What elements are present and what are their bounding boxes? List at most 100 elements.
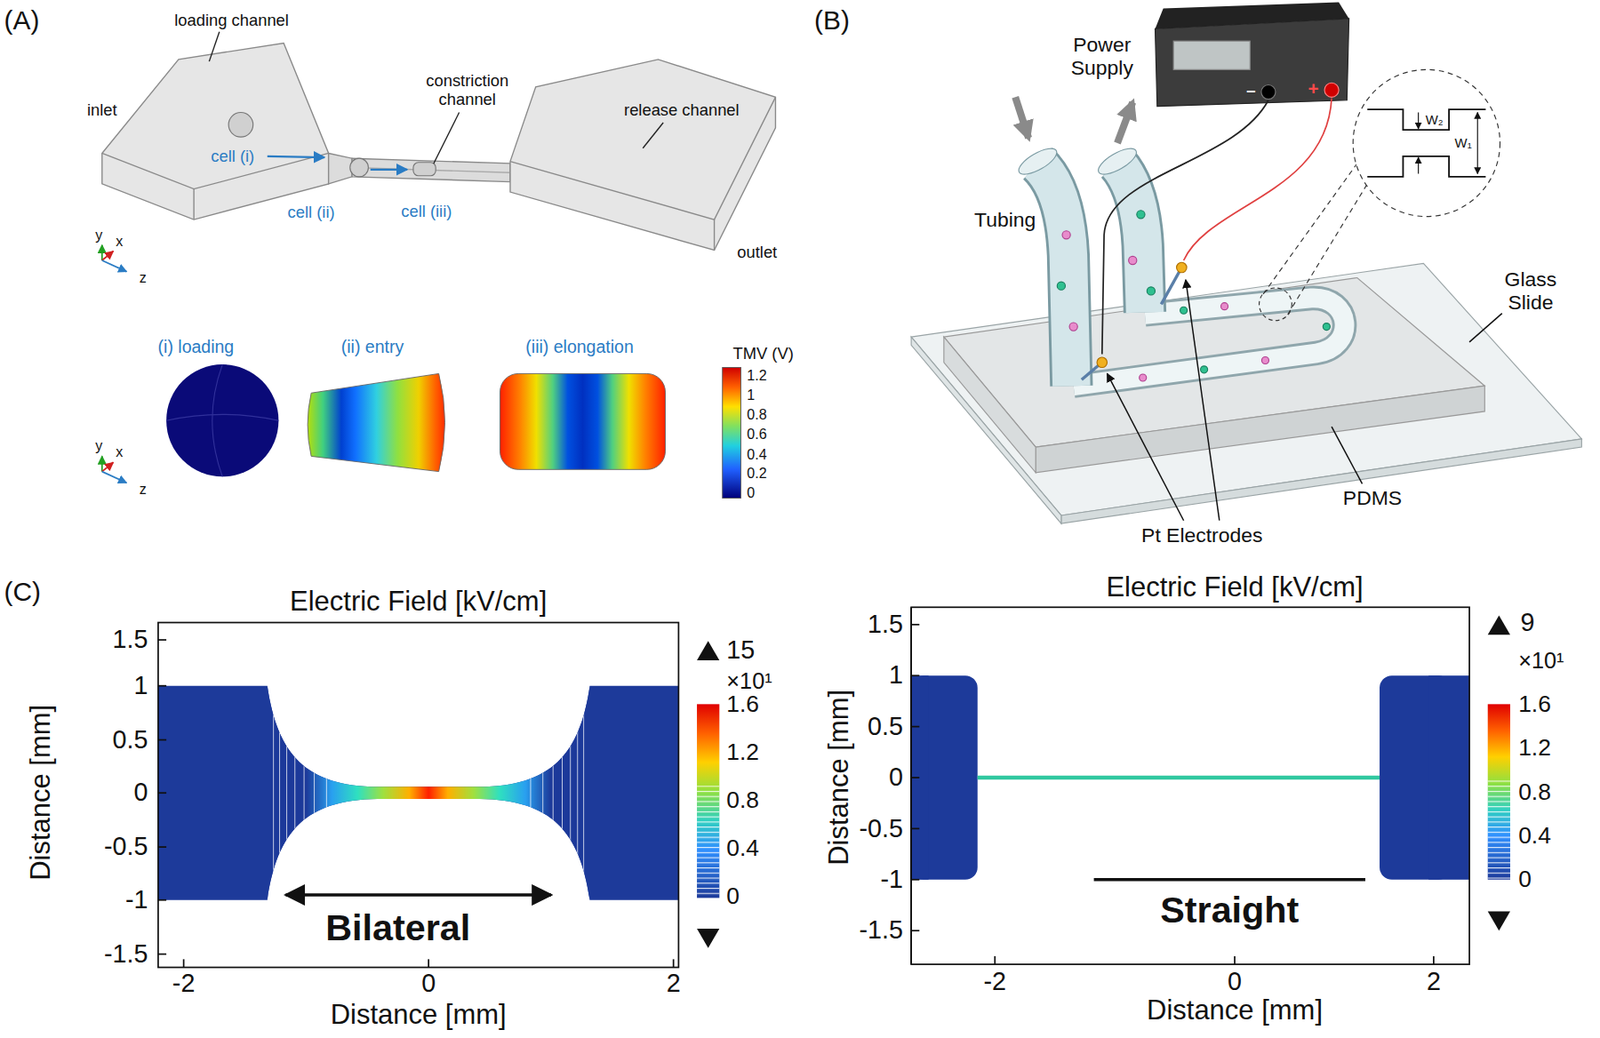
channel-3d-model (328, 152, 352, 184)
cell-dot (1056, 210, 1330, 382)
zoom-inset (1417, 112, 1419, 129)
axis-tick: -1.5 (859, 915, 904, 945)
field-plot-bilateral (529, 673, 531, 909)
colorbar-tick: 1.6 (726, 690, 760, 718)
power-supply (1324, 82, 1339, 97)
field-plot-bilateral (158, 640, 674, 968)
field-plot-bilateral (158, 792, 167, 794)
field-plot-straight (977, 776, 1380, 781)
tubing (1015, 144, 1061, 180)
colorbar-scale: ×10¹ (1518, 648, 1564, 674)
axis-tick: 0 (133, 777, 148, 808)
field-plot-bilateral (561, 673, 563, 909)
pdms-block (1035, 385, 1485, 473)
cell-dot (1180, 306, 1188, 314)
cell-dot (1056, 281, 1065, 290)
stage-label: (ii) entry (341, 336, 404, 357)
wire (1102, 97, 1332, 354)
field-plot-bilateral (158, 623, 679, 968)
axis-tick: -0.5 (104, 832, 148, 862)
cell-shape (350, 158, 369, 177)
axis-tick: 2 (666, 968, 681, 999)
field-plot-bilateral (696, 704, 720, 898)
field-plot-bilateral (273, 673, 584, 909)
stage-label: (i) loading (158, 336, 235, 357)
axis-letter: x (115, 232, 123, 249)
tmv-cell-plot (166, 364, 279, 477)
axis-tick: -1 (880, 864, 904, 895)
zoom-inset (1367, 109, 1486, 130)
power-supply (1261, 85, 1276, 100)
cell-dot (1322, 323, 1330, 331)
field-plot-bilateral (696, 928, 720, 949)
glass-slide (911, 263, 1582, 524)
field-plot-bilateral (542, 673, 544, 909)
channel-3d-model (352, 158, 511, 182)
field-plot-bilateral (294, 673, 296, 909)
zoom-inset (1288, 184, 1368, 315)
axis-letter: z (139, 269, 147, 286)
cell-dot (1139, 374, 1147, 382)
axis-triad (102, 472, 128, 484)
axis-tick: 1 (888, 660, 904, 690)
leader-arrow (1107, 280, 1503, 521)
axis-tick: 1.5 (867, 609, 904, 640)
cell-dot (1136, 210, 1145, 219)
flow-arrow (370, 168, 408, 171)
terminal-sign: − (1246, 81, 1256, 101)
field-plot-bilateral (304, 673, 305, 909)
cell-shape (413, 162, 436, 176)
channel-type-label: Straight (1160, 889, 1299, 933)
part-label: loading channel (174, 10, 289, 30)
axis-tick: -1 (125, 885, 149, 915)
axis-tick: -1.5 (104, 939, 148, 969)
axis-title: Distance [mm] (24, 704, 57, 881)
zoom-inset (1352, 69, 1500, 216)
field-plot-straight (911, 828, 920, 831)
cell-dot (1128, 256, 1137, 264)
field-plot-straight (911, 624, 920, 626)
cell-label: cell (ii) (288, 202, 336, 222)
axis-tick: 0 (1227, 967, 1242, 997)
pdms-block (944, 336, 1036, 473)
axis-tick: -0.5 (859, 814, 904, 844)
colorbar-tick: 1.6 (1518, 690, 1552, 718)
field-plot-straight (1233, 956, 1236, 965)
panel-letter: (A) (4, 5, 40, 36)
wire (1102, 100, 1269, 355)
field-plot-bilateral (696, 785, 720, 898)
wire (1184, 97, 1332, 261)
power-supply (1154, 2, 1349, 107)
tubing (1037, 163, 1072, 386)
tmv-cell-plot (722, 368, 742, 499)
leader-arrow (1107, 373, 1184, 520)
axis-tick: -2 (984, 967, 1008, 997)
field-plot-straight (1488, 911, 1511, 931)
field-plot-bilateral (569, 673, 571, 909)
cell-dot (1261, 356, 1269, 364)
power-supply (1173, 40, 1250, 70)
axis-title: Distance [mm] (1146, 994, 1323, 1027)
field-plot-bilateral (313, 673, 315, 909)
field-plot-bilateral (158, 639, 167, 641)
field-plot-straight (911, 726, 920, 728)
field-plot-bilateral (158, 899, 167, 902)
flow-arrow (267, 156, 408, 170)
colorbar-tick: 0.8 (746, 406, 767, 423)
zoom-inset (1263, 163, 1358, 295)
leader-line (433, 112, 460, 164)
part-label: outlet (736, 242, 777, 262)
axis-tick: 0.5 (867, 712, 904, 742)
field-plot-bilateral (279, 673, 280, 909)
field-plot-straight (911, 674, 920, 677)
channel-type-label: Bilateral (325, 907, 471, 951)
colorbar-tick: 1.2 (1518, 734, 1552, 761)
part-label: Power Supply (1061, 32, 1144, 80)
pt-electrode (1160, 267, 1182, 304)
dimension-label: W₂ (1425, 112, 1444, 128)
field-plot-bilateral (583, 673, 584, 909)
colorbar-limit: 15 (726, 635, 755, 665)
glass-slide (911, 263, 1582, 516)
colorbar-tick: 0.8 (726, 786, 760, 814)
